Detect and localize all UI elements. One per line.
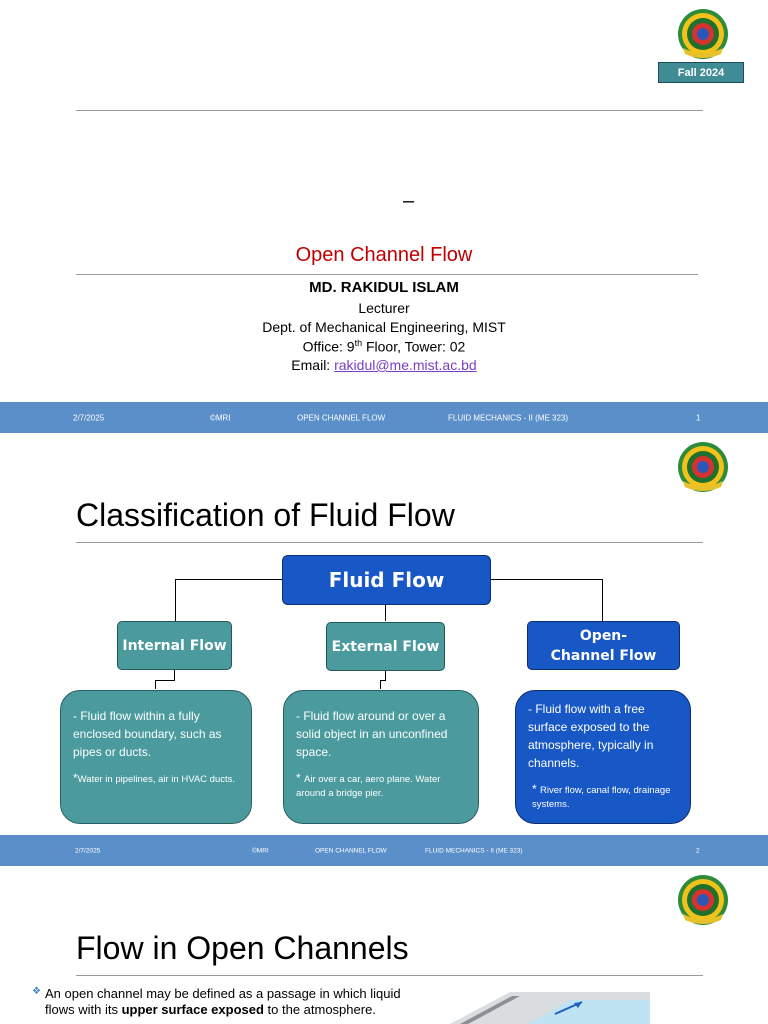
external-example: * Air over a car, aero plane. Water arou…: [296, 771, 468, 801]
bullet-diamond-icon: ❖: [32, 986, 41, 997]
connector-external-desc-h: [380, 680, 386, 681]
internal-flow-node: Internal Flow: [117, 621, 232, 670]
fluid-flow-node: Fluid Flow: [282, 555, 491, 605]
footer-date: 2/7/2025: [73, 413, 105, 422]
lecturer-dept: Dept. of Mechanical Engineering, MIST: [262, 319, 506, 335]
topic-divider: [76, 274, 698, 275]
lecture-topic: Open Channel Flow: [295, 244, 473, 266]
footer-course: FLUID MECHANICS - II (ME 323): [425, 847, 523, 854]
title-divider: [76, 542, 703, 543]
lecturer-email: Email: rakidul@me.mist.ac.bd: [0, 357, 768, 373]
bullet-text-bold: upper surface exposed: [121, 1002, 264, 1017]
internal-note-star: *: [73, 771, 78, 785]
footer-course: FLUID MECHANICS - II (ME 323): [448, 413, 569, 422]
external-note-star: *: [296, 771, 305, 785]
semester-badge: Fall 2024: [658, 62, 744, 83]
footer-copyright: ©MRI: [252, 847, 269, 854]
title-divider: [76, 975, 703, 976]
open-channel-flow-node: Open-Channel Flow: [527, 621, 680, 670]
footer-date: 2/7/2025: [75, 847, 101, 854]
bullet-text-end: to the atmosphere.: [263, 1002, 376, 1017]
connector-left-horizontal: [175, 579, 283, 580]
office-text: Office: 9: [302, 338, 355, 355]
slide-title: Flow in Open Channels: [76, 930, 409, 966]
external-note-text: Air over a car, aero plane. Water around…: [296, 774, 441, 799]
footer-topic: OPEN CHANNEL FLOW: [315, 847, 387, 854]
connector-right-vertical: [602, 579, 603, 621]
external-flow-node: External Flow: [326, 622, 445, 671]
slide-footer-1: 2/7/2025 ©MRI OPEN CHANNEL FLOW FLUID ME…: [0, 402, 768, 433]
internal-flow-description: - Fluid flow within a fully enclosed bou…: [60, 690, 252, 824]
bullet-text-start: An open channel may be defined as a pass…: [45, 986, 401, 1017]
title-slide: Fall 2024 – Open Channel Flow MD. RAKIDU…: [0, 0, 768, 400]
open-desc-text: - Fluid flow with a free surface exposed…: [528, 702, 654, 770]
footer-page-number: 2: [696, 847, 700, 854]
internal-note-text: Water in pipelines, air in HVAC ducts.: [77, 774, 236, 785]
email-link[interactable]: rakidul@me.mist.ac.bd: [334, 357, 477, 373]
footer-topic: OPEN CHANNEL FLOW: [297, 413, 386, 422]
lecturer-name: MD. RAKIDUL ISLAM: [309, 279, 459, 296]
open-note-text: River flow, canal flow, drainage systems…: [532, 785, 671, 810]
connector-center-vertical: [385, 605, 386, 621]
open-channel-flow-description: - Fluid flow with a free surface exposed…: [515, 690, 691, 824]
connector-internal-desc-v: [155, 680, 156, 689]
bullet-text: An open channel may be defined as a pass…: [45, 986, 425, 1018]
footer-page-number: 1: [696, 413, 701, 422]
internal-desc-text: - Fluid flow within a fully enclosed bou…: [73, 709, 222, 759]
mist-logo-icon: [678, 9, 728, 59]
slide-footer-2: 2/7/2025 ©MRI OPEN CHANNEL FLOW FLUID ME…: [0, 835, 768, 866]
connector-left-vertical: [175, 579, 176, 621]
mist-logo-icon: [678, 442, 728, 492]
footer-copyright: ©MRI: [210, 413, 231, 422]
open-channels-slide: Flow in Open Channels ❖ An open channel …: [0, 866, 768, 1024]
lecturer-role: Lecturer: [358, 300, 410, 316]
lecturer-office: Office: 9th Floor, Tower: 02: [0, 338, 768, 355]
connector-external-desc-v: [380, 680, 381, 689]
external-desc-text: - Fluid flow around or over a solid obje…: [296, 709, 448, 759]
connector-internal-desc: [174, 670, 175, 681]
title-dash: –: [403, 190, 415, 212]
slide-title: Classification of Fluid Flow: [76, 497, 455, 533]
office-superscript: th: [354, 338, 363, 348]
connector-external-desc: [385, 671, 386, 681]
open-channel-figure: [450, 992, 650, 1024]
internal-example: *Water in pipelines, air in HVAC ducts.: [73, 771, 241, 787]
connector-right-horizontal: [490, 579, 602, 580]
connector-internal-desc-h: [155, 680, 175, 681]
mist-logo-icon: [678, 875, 728, 925]
office-text-rest: Floor, Tower: 02: [362, 338, 466, 355]
top-divider: [76, 110, 703, 111]
open-note-star: *: [532, 782, 541, 796]
open-example: * River flow, canal flow, drainage syste…: [528, 782, 680, 812]
external-flow-description: - Fluid flow around or over a solid obje…: [283, 690, 479, 824]
email-label: Email:: [291, 357, 335, 373]
classification-slide: Classification of Fluid Flow Fluid Flow …: [0, 433, 768, 833]
